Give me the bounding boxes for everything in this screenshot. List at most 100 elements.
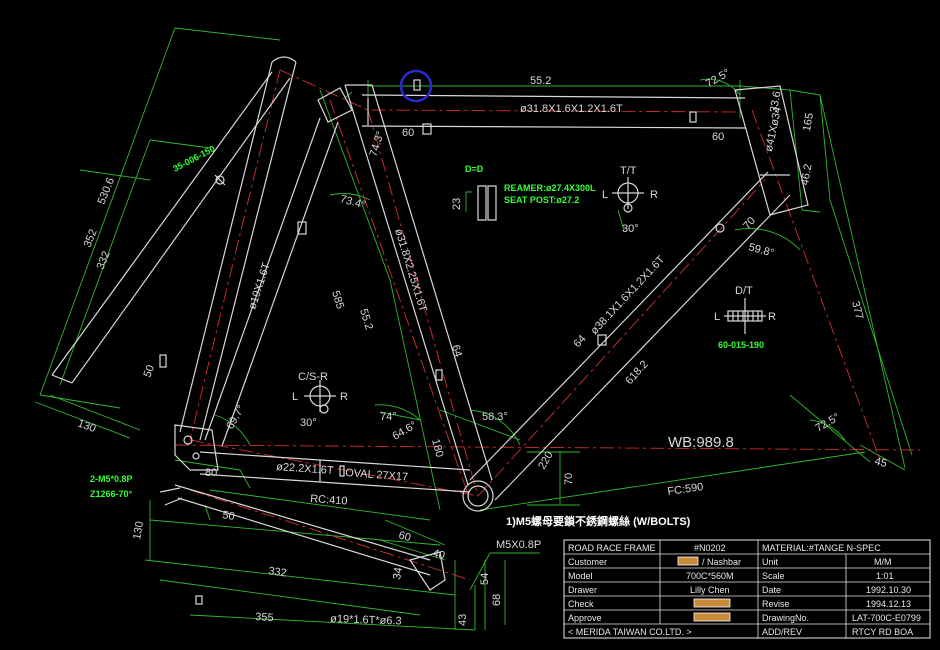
note-tt-l: L: [602, 189, 608, 201]
dim-74: 74°: [380, 411, 397, 423]
dim-80: 80: [205, 467, 217, 479]
dim-332-left: 332: [95, 250, 113, 272]
dim-wheelbase: WB:989.8: [668, 434, 734, 451]
note-csr-r: R: [340, 391, 348, 403]
dim-70-bb: 70: [563, 473, 575, 485]
dim-40-low: 40: [431, 547, 446, 562]
dim-top-tube-len: 55.2: [530, 75, 551, 87]
dim-down-angle: 59.8°: [747, 241, 775, 259]
note-dd-23: 23: [451, 198, 463, 210]
dim-head-165: 165: [801, 112, 816, 132]
tb-cell-3-0: Drawer: [568, 585, 597, 595]
dim-head-33-6: 33.6: [768, 90, 784, 113]
tb-cell-3-1: Lilly Chen: [690, 585, 730, 595]
tb-swatch-approve: [693, 612, 731, 622]
dim-64-a: 64: [449, 343, 464, 358]
tb-cell-2-3: 1:01: [876, 571, 894, 581]
dim-down-tube-spec: ø38.1X1.6X1.2X1.6T: [588, 254, 667, 338]
dim-oval-spec: OVAL 27X17: [345, 467, 409, 483]
dim-55-2-side: 55.2: [357, 307, 375, 331]
tb-cell-6-3: RTCY RD BOA: [852, 627, 913, 637]
note-tt-r: R: [650, 189, 658, 201]
dim-70-right: 70: [741, 215, 758, 232]
note-bolt: 1)M5螺母要鎖不銹鋼螺絲 (W/BOLTS): [506, 514, 691, 528]
note-z-spec: Z1266-70°: [90, 489, 133, 499]
highlight-circle: [399, 69, 433, 103]
dim-top-tube-spec: ø31.8X1.6X1.2X1.6T: [520, 103, 623, 115]
center-lines: [174, 69, 921, 581]
tb-cell-2-0: Model: [568, 571, 593, 581]
detail-dt: [724, 298, 766, 334]
tb-swatch-check: [693, 598, 731, 608]
title-block: ROAD RACE FRAME #N0202 MATERIAL:#TANGE N…: [563, 539, 931, 639]
dim-45: 45: [873, 455, 888, 470]
dim-34: 34: [391, 566, 405, 580]
dim-377: 377: [849, 300, 865, 321]
dim-69-7: 69.7°: [224, 403, 247, 431]
note-dt-label: D/T: [735, 285, 753, 297]
tb-cell-5-0: Approve: [568, 613, 602, 623]
tb-cell-1-1: / Nashbar: [702, 557, 741, 567]
dim-74-3: 74.3°: [368, 130, 387, 158]
dim-58-3: 58.3°: [482, 411, 508, 423]
detail-tt: [612, 177, 644, 231]
dim-43: 43: [457, 614, 469, 626]
note-csr-30: 30°: [300, 417, 317, 429]
note-seatpost: SEAT POST:ø27.2: [504, 195, 579, 205]
note-dt-spec: 60-015-190: [718, 340, 764, 350]
dim-220: 220: [536, 450, 556, 472]
note-tt-label: T/T: [620, 165, 637, 177]
dim-stay-spec: ø19*1.6T*ø6.3: [330, 613, 402, 627]
dim-seat-tube-spec: ø31.8X2.25X1.6T: [392, 227, 429, 313]
tb-cell-1-3: M/M: [874, 557, 892, 567]
dim-chain-stay-spec: ø22.2X1.6T: [276, 461, 334, 477]
dim-585: 585: [329, 289, 346, 310]
frame-tubes: [51, 56, 809, 605]
dim-130-low: 130: [131, 520, 146, 540]
dim-50-left: 50: [142, 363, 157, 379]
dim-60-top: 60: [402, 127, 414, 139]
note-dt-l: L: [714, 311, 720, 323]
detail-dd: [465, 185, 497, 221]
tb-cell-1-2: Unit: [762, 557, 779, 567]
tb-swatch-customer: [677, 556, 699, 566]
dim-60-low: 60: [397, 529, 412, 544]
dim-head-tube-spec: ø41Xø34: [763, 106, 784, 153]
dim-355: 355: [255, 611, 274, 624]
dim-332-low: 332: [268, 565, 288, 579]
dim-seat-stay-spec: ø19X1.6T: [246, 261, 272, 311]
dim-rc: RC:410: [310, 493, 348, 508]
note-csr-l: L: [292, 391, 298, 403]
tb-cell-4-0: Check: [568, 599, 594, 609]
note-dt-r: R: [768, 311, 776, 323]
dim-m5: M5X0.8P: [496, 539, 541, 551]
tb-cell-3-3: 1992.10.30: [866, 585, 911, 595]
tb-cell-4-3: 1994.12.13: [866, 599, 911, 609]
tb-cell-0-0: ROAD RACE FRAME: [568, 543, 656, 553]
tb-cell-2-1: 700C*560M: [686, 571, 734, 581]
dim-50-low: 50: [221, 509, 235, 523]
dim-seat-angle: 73.4°: [339, 193, 367, 211]
tb-cell-0-2: MATERIAL:#TANGE N-SPEC: [762, 543, 881, 553]
dim-530-6: 530.6: [96, 176, 117, 206]
tb-cell-5-3: LAT-700C-E0799: [852, 613, 921, 623]
dim-54: 54: [479, 573, 491, 585]
dim-72-5-low: 72.5°: [814, 411, 842, 434]
note-csr-label: C/S-R: [298, 371, 328, 383]
dim-fc: FC:590: [667, 481, 704, 498]
dim-180: 180: [429, 438, 445, 459]
dim-64-b: 64: [571, 333, 588, 350]
note-reamer: REAMER:ø27.4X300L: [504, 183, 596, 193]
tb-cell-2-2: Scale: [762, 571, 785, 581]
tb-cell-5-2: DrawingNo.: [762, 613, 809, 623]
dim-angle-72-5: 72.5°: [704, 67, 732, 90]
note-dd-label: D=D: [465, 164, 484, 174]
detail-csr: [304, 380, 336, 414]
note-m5-spec: 2-M5*0.8P: [90, 474, 133, 484]
tb-cell-4-2: Revise: [762, 599, 790, 609]
dim-352: 352: [82, 228, 100, 250]
tb-cell-6-0: < MERIDA TAIWAN CO.LTD. >: [568, 627, 692, 637]
tb-cell-3-2: Date: [762, 585, 781, 595]
dim-60-tube: 60: [712, 131, 724, 143]
